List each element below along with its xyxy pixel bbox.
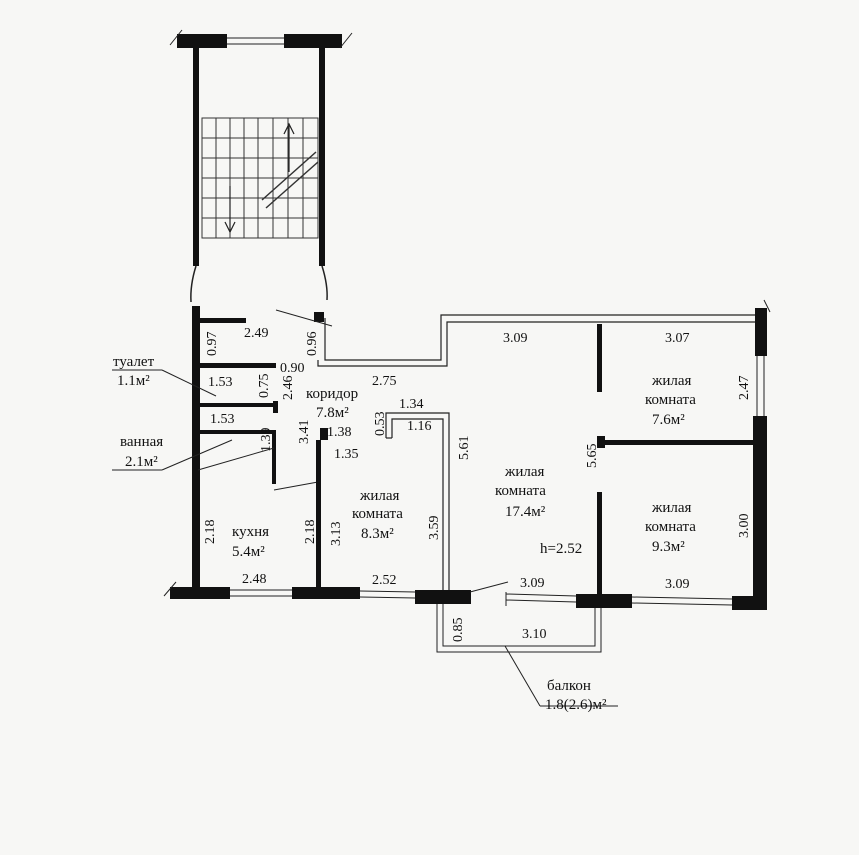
dim-label: 0.97 (205, 332, 220, 357)
dim-label: 1.35 (334, 447, 359, 462)
dim-label: 0.75 (257, 374, 272, 399)
dim-label: 1.38 (327, 425, 352, 440)
room-se-name2: комната (645, 519, 696, 535)
dim-label: 1.34 (399, 397, 424, 412)
kitchen-area: 5.4м² (232, 544, 265, 560)
dim-label: 0.96 (305, 332, 320, 357)
dim-label: 1.16 (407, 419, 432, 434)
room-large-name1: жилая (504, 464, 545, 480)
room-ne-name1: жилая (651, 373, 692, 389)
corridor-area: 7.8м² (316, 405, 349, 421)
dim-label: 1.53 (210, 412, 235, 427)
dim-label: 1.39 (259, 428, 274, 453)
dim-label: 2.47 (737, 376, 752, 401)
toilet-name: туалет (113, 354, 155, 370)
dim-label: 0.53 (373, 412, 388, 437)
dim-label: 2.18 (303, 520, 318, 545)
dim-label: 2.52 (372, 573, 397, 588)
dim-label: 3.09 (503, 331, 528, 346)
bathroom-area: 2.1м² (125, 454, 158, 470)
toilet-area: 1.1м² (117, 373, 150, 389)
dim-label: 5.65 (585, 444, 600, 469)
dim-label: 3.09 (520, 576, 545, 591)
room-labels: туалет 1.1м² ванная 2.1м² коридор 7.8м² … (113, 354, 696, 713)
dim-label: 3.59 (427, 516, 442, 541)
dim-label: 0.90 (280, 361, 305, 376)
dim-label: 5.61 (457, 436, 472, 461)
dim-label: 3.41 (297, 420, 312, 445)
room-large-area: 17.4м² (505, 504, 546, 520)
dimension-labels: 2.49 0.90 1.53 2.75 3.09 3.07 1.34 1.16 … (203, 326, 752, 642)
kitchen-name: кухня (232, 524, 269, 540)
room-small-area: 8.3м² (361, 526, 394, 542)
dim-label: 2.48 (242, 572, 267, 587)
room-large-name2: комната (495, 483, 546, 499)
room-se-area: 9.3м² (652, 539, 685, 555)
corridor-name: коридор (306, 386, 358, 402)
dim-label: 2.18 (203, 520, 218, 545)
dim-label: 3.07 (665, 331, 690, 346)
dim-label: 2.75 (372, 374, 397, 389)
dim-label: 1.53 (208, 375, 233, 390)
ceiling-height: h=2.52 (540, 541, 582, 557)
room-small-name1: жилая (359, 488, 400, 504)
room-small-name2: комната (352, 506, 403, 522)
dim-label: 2.49 (244, 326, 269, 341)
bathroom-name: ванная (120, 434, 163, 450)
dim-label: 3.13 (329, 522, 344, 547)
room-ne-area: 7.6м² (652, 412, 685, 428)
room-ne-name2: комната (645, 392, 696, 408)
room-se-name1: жилая (651, 500, 692, 516)
dim-label: 2.46 (281, 376, 296, 401)
dim-label: 3.00 (737, 514, 752, 539)
leader-lines (112, 369, 618, 707)
dim-label: 0.85 (451, 618, 466, 643)
balcony-name: балкон (547, 678, 591, 694)
dim-label: 3.09 (665, 577, 690, 592)
staircase (169, 29, 353, 303)
balcony-area: 1.8(2.6)м² (545, 697, 607, 713)
dim-label: 3.10 (522, 627, 547, 642)
walls (163, 299, 771, 653)
